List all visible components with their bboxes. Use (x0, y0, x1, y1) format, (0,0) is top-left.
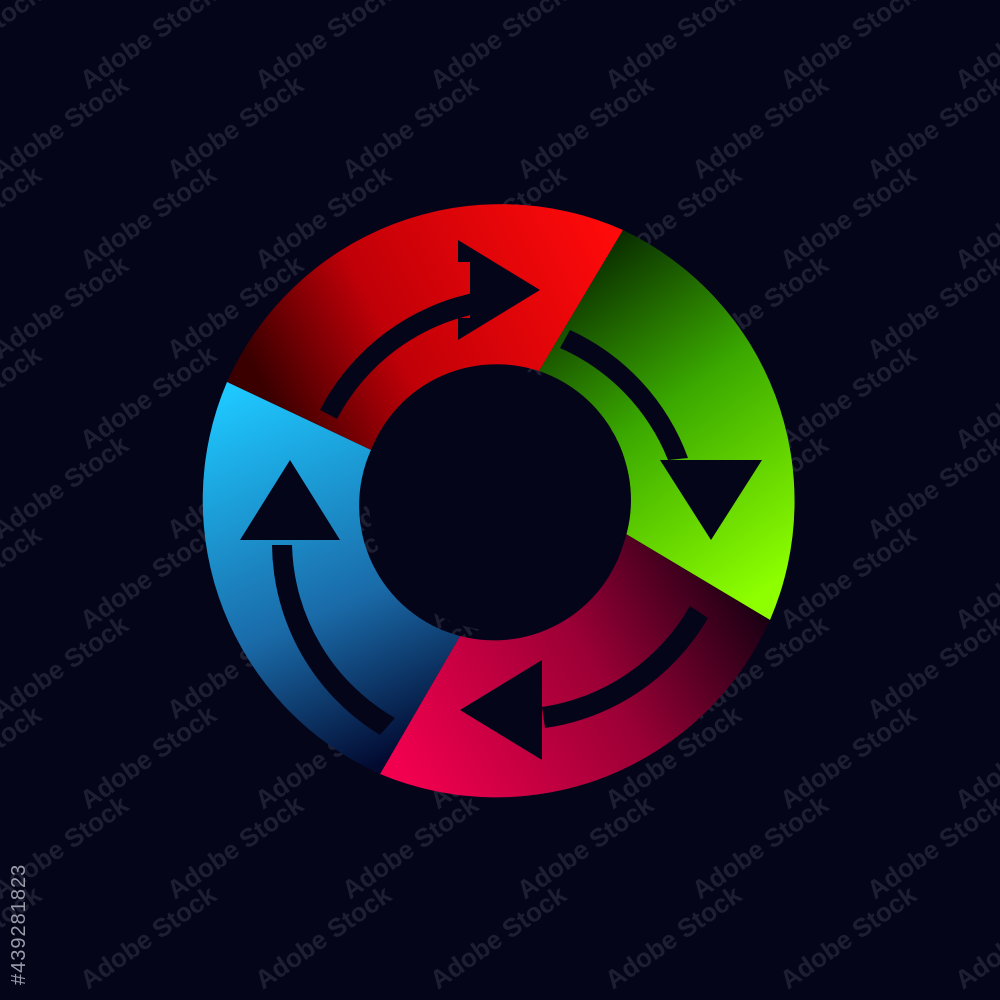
crimson-segment (380, 534, 770, 798)
arrow-right-icon (458, 240, 540, 340)
watermark-text: Adobe Stock (336, 789, 484, 905)
red-segment-groove (320, 292, 480, 419)
blue-segment-band (202, 382, 461, 774)
blue-segment (202, 382, 461, 774)
red-segment (227, 204, 623, 450)
watermark-text: Adobe Stock (861, 789, 1000, 905)
watermark-text: Adobe Stock (861, 429, 1000, 545)
watermark-text: Adobe Stock (161, 69, 309, 185)
watermark-text: Adobe Stock (0, 519, 47, 635)
arrow-down-icon (660, 460, 762, 540)
watermark-text: Adobe Stock (249, 879, 397, 995)
watermark-text: Adobe Stock (686, 789, 834, 905)
watermark-text: Adobe Stock (74, 339, 222, 455)
watermark-text: Adobe Stock (249, 0, 397, 95)
green-segment (539, 230, 795, 620)
blue-segment-groove (272, 545, 395, 735)
watermark-text: Adobe Stock (774, 159, 922, 275)
watermark-text: Adobe Stock (774, 699, 922, 815)
watermark-text: Adobe Stock (861, 249, 1000, 365)
watermark-text: Adobe Stock (161, 789, 309, 905)
watermark-text: Adobe Stock (511, 789, 659, 905)
watermark-text: Adobe Stock (774, 339, 922, 455)
watermark-text: Adobe Stock (74, 699, 222, 815)
watermark-text: Adobe Stock (599, 879, 747, 995)
watermark-text: Adobe Stock (0, 0, 47, 95)
watermark-text: Adobe Stock (774, 0, 922, 95)
watermark-text: Adobe Stock (74, 519, 222, 635)
watermark-text: Adobe Stock (774, 519, 922, 635)
crimson-segment-band (380, 534, 770, 798)
arrow-up-icon (240, 460, 340, 540)
green-segment-groove (560, 330, 688, 460)
watermark-text: Adobe Stock (74, 879, 222, 995)
crimson-segment-groove (542, 606, 708, 728)
center-hole (369, 369, 631, 631)
watermark-text: Adobe Stock (599, 0, 747, 95)
watermark-text: Adobe Stock (74, 159, 222, 275)
watermark-text: Adobe Stock (861, 609, 1000, 725)
watermark-text: Adobe Stock (336, 69, 484, 185)
watermark-text: Adobe Stock (74, 0, 222, 95)
watermark-text: Adobe Stock (0, 339, 47, 455)
stock-id-label: #439281823 (8, 863, 30, 985)
watermark-text: Adobe Stock (424, 0, 572, 95)
watermark-text: Adobe Stock (686, 69, 834, 185)
watermark-text: Adobe Stock (861, 69, 1000, 185)
watermark-text: Adobe Stock (949, 879, 1000, 995)
arrow-left-icon (460, 660, 542, 760)
watermark-text: Adobe Stock (424, 879, 572, 995)
watermark-text: Adobe Stock (0, 699, 47, 815)
watermark-text: Adobe Stock (774, 879, 922, 995)
watermark-text: Adobe Stock (0, 159, 47, 275)
watermark-text: Adobe Stock (511, 69, 659, 185)
